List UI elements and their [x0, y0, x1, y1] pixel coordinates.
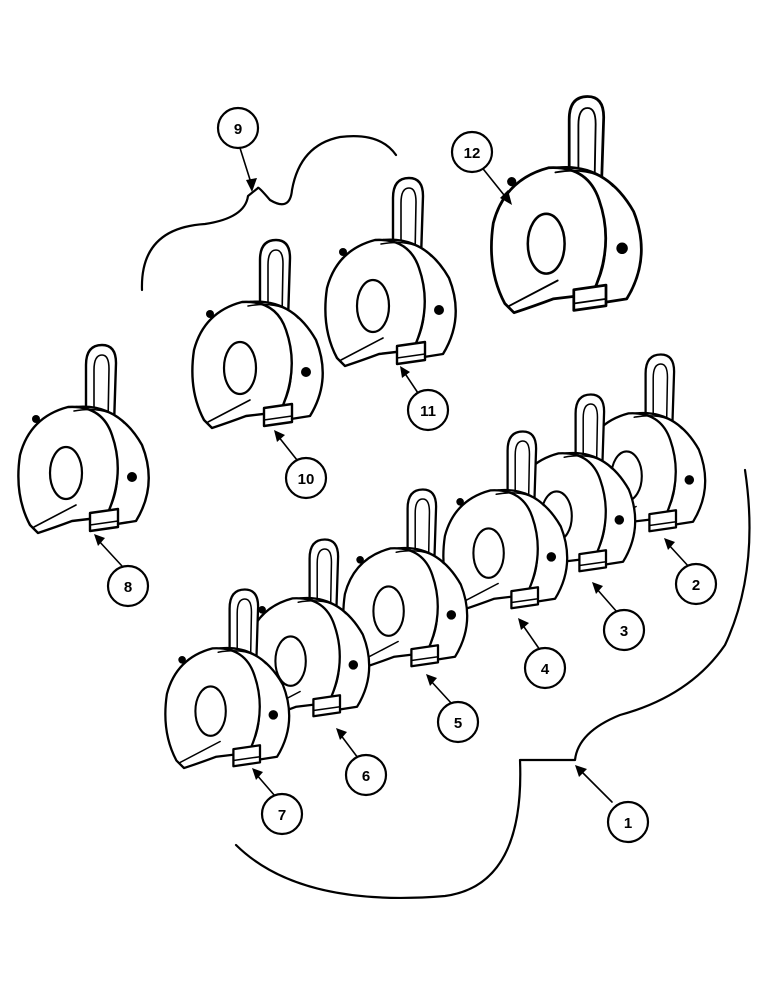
- callout-label: 10: [298, 471, 315, 488]
- clamp-part-12: [490, 95, 643, 315]
- clamp-part-8: [17, 343, 150, 535]
- group-brace-9: [140, 135, 398, 292]
- callout-label: 7: [278, 807, 286, 824]
- leader-lines: [94, 147, 691, 803]
- callout-balloon-9: 9: [216, 106, 260, 150]
- callout-label: 11: [420, 403, 436, 420]
- callout-label: 1: [624, 815, 632, 832]
- callout-label: 3: [620, 623, 628, 640]
- group-brace-1: [234, 468, 751, 899]
- callout-balloon-11: 11: [406, 388, 450, 432]
- callout-balloon-12: 12: [450, 130, 494, 174]
- clamp-part-10: [191, 238, 324, 430]
- callout-balloon-6: 6: [344, 753, 388, 797]
- callout-balloon-8: 8: [106, 564, 150, 608]
- callout-balloon-10: 10: [284, 456, 328, 500]
- callout-label: 2: [692, 577, 700, 594]
- callout-balloon-5: 5: [436, 700, 480, 744]
- callout-balloon-2: 2: [674, 562, 718, 606]
- callout-label: 12: [464, 145, 481, 162]
- callout-balloon-4: 4: [523, 646, 567, 690]
- callout-label: 8: [124, 579, 132, 596]
- clamp-part-11: [324, 176, 457, 368]
- callout-balloon-7: 7: [260, 792, 304, 836]
- callout-label: 4: [541, 661, 550, 678]
- callout-label: 5: [454, 715, 462, 732]
- callout-balloon-3: 3: [602, 608, 646, 652]
- callout-label: 6: [362, 768, 370, 785]
- callout-label: 9: [234, 121, 242, 138]
- callout-balloon-1: 1: [606, 800, 650, 844]
